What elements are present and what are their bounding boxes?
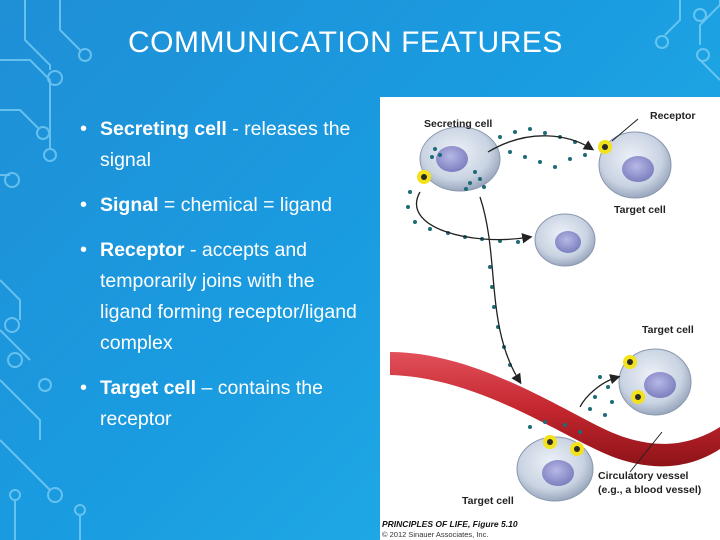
bullet-term: Secreting cell <box>100 118 227 140</box>
signal-arrow-to-vessel <box>479 196 522 385</box>
bullet-marker: • <box>80 239 88 261</box>
bullet-secreting-cell: • Secreting cell - releases the signal <box>80 114 370 176</box>
bullet-target-cell: • Target cell – contains the receptor <box>80 373 370 435</box>
blood-vessel <box>390 352 720 467</box>
signal-arrow-to-target-1 <box>487 135 595 153</box>
bullet-separator: - <box>226 118 245 140</box>
figure-caption-title: PRINCIPLES OF LIFE, Figure 5.10 <box>382 519 518 529</box>
label-target-cell-3: Target cell <box>462 495 514 507</box>
signal-molecules <box>406 127 614 434</box>
bullet-text: chemical = ligand <box>180 194 332 216</box>
bullet-separator: - <box>184 239 202 261</box>
bullet-term: Receptor <box>100 239 185 261</box>
target-cell-2 <box>618 348 692 416</box>
bullet-marker: • <box>80 377 88 399</box>
label-secreting-cell: Secreting cell <box>424 118 492 130</box>
target-cell-1 <box>598 131 672 199</box>
bullet-receptor: • Receptor - accepts and temporarily joi… <box>80 235 370 359</box>
signal-arrow-from-vessel <box>579 374 621 408</box>
bullet-text: contains the receptor <box>100 377 323 430</box>
label-target-cell-2: Target cell <box>642 324 694 336</box>
receptor-leader-line <box>611 118 639 142</box>
figure-caption-copyright: © 2012 Sinauer Associates, Inc. <box>382 530 488 539</box>
cell-signaling-figure: Secreting cell Receptor Target cell Targ… <box>380 97 720 540</box>
vessel-leader-line <box>629 431 663 473</box>
signal-arrow-local <box>415 191 533 244</box>
bullet-signal: • Signal = chemical = ligand <box>80 190 370 221</box>
figure-illustration: Secreting cell Receptor Target cell Targ… <box>382 110 720 539</box>
bullet-term: Signal <box>100 194 159 216</box>
bullet-text: releases the signal <box>100 118 351 171</box>
non-target-cell <box>534 213 596 267</box>
target-cell-3 <box>516 435 594 502</box>
bullet-text: accepts and temporarily joins with the l… <box>100 239 357 354</box>
secreting-cell <box>417 126 501 192</box>
bullet-term: Target cell <box>100 377 197 399</box>
label-target-cell-1: Target cell <box>614 204 666 216</box>
label-vessel-2: (e.g., a blood vessel) <box>598 484 701 496</box>
label-vessel-1: Circulatory vessel <box>598 470 689 482</box>
slide-title: COMMUNICATION FEATURES <box>128 26 563 59</box>
label-receptor: Receptor <box>650 110 696 122</box>
bullet-separator: = <box>158 194 181 216</box>
bullet-marker: • <box>80 194 88 216</box>
bullet-separator: – <box>196 377 218 399</box>
bullet-marker: • <box>80 118 88 140</box>
bullet-list: • Secreting cell - releases the signal •… <box>80 114 370 449</box>
